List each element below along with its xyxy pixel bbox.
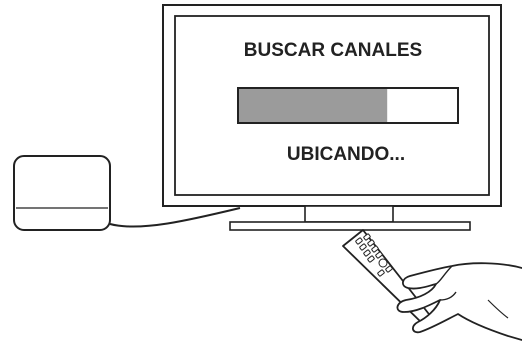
hdmi-cable <box>110 208 240 227</box>
screen-title: BUSCAR CANALES <box>244 40 422 61</box>
hand-icon <box>397 263 522 340</box>
screen-status: UBICANDO... <box>287 144 405 165</box>
progress-bar <box>238 88 458 123</box>
receiver-box-icon <box>14 156 110 230</box>
progress-fill <box>239 89 387 122</box>
